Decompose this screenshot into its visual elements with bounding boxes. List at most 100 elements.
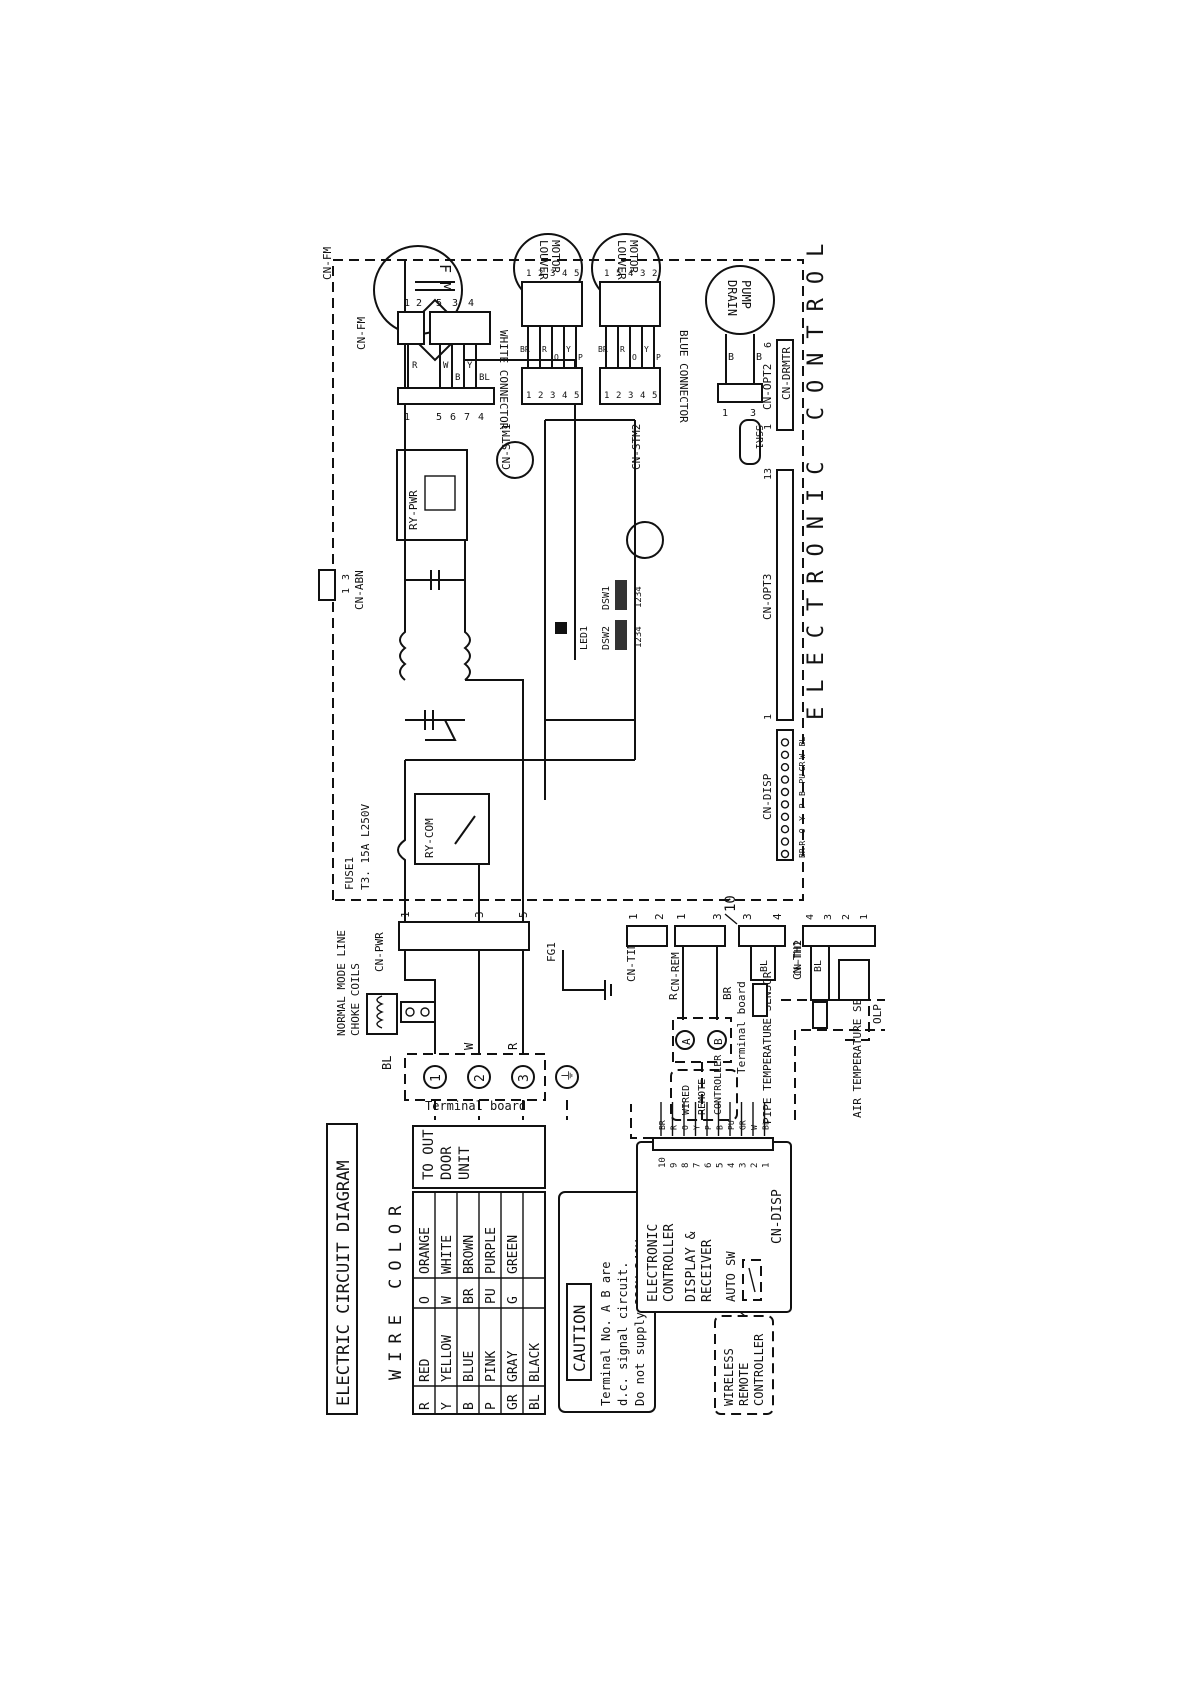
louver1-pin-4: 4 <box>562 269 567 279</box>
fm-wires: R W B Y BL WHITE CONNECTOR CN-FM <box>355 317 510 430</box>
fg1-label: FG1 <box>545 942 558 962</box>
ry-pwr-contact <box>424 475 456 511</box>
ry-com-relay <box>414 793 490 865</box>
terminal-2-icon <box>467 1065 491 1089</box>
cn-opt2-connector <box>776 339 794 431</box>
cn-stm2-connector <box>599 367 661 405</box>
cn-disp-pin-dot <box>780 800 790 809</box>
wc-cell: BLACK <box>528 1343 543 1382</box>
cn-opt3-label: CN-OPT3 <box>761 574 774 620</box>
wc-cell: R <box>418 1402 433 1410</box>
display-wire: W <box>750 1125 759 1130</box>
terminal-a: A <box>675 1030 695 1050</box>
cn-disp-label-display: CN-DISP <box>770 1189 785 1244</box>
wireless-remote-line1: WIRELESS <box>722 1348 736 1406</box>
wire-rem-br: BR <box>721 986 734 1000</box>
louver2-label-2: MOTOR <box>627 240 640 273</box>
wc-cell: YELLOW <box>440 1335 455 1382</box>
wire-color-grid <box>413 1192 545 1414</box>
terminal-a-label: A <box>680 1038 693 1045</box>
stm1-wire-r: R <box>542 345 547 354</box>
louver2-pin-1: 1 <box>604 269 609 279</box>
wire-rem-r: R <box>667 993 680 1000</box>
fuse-icon <box>397 760 406 922</box>
louver2-pin-4: 4 <box>628 269 633 279</box>
fuse-rating: T3. 15A L250V <box>359 804 372 890</box>
stm2-board-pins: 1 2 3 4 5 <box>604 391 657 401</box>
cn-disp-pin-dot <box>780 763 790 772</box>
wc-cell: O <box>418 1296 433 1304</box>
wire-pwr-bl: BL <box>380 1056 394 1070</box>
louver2-pin-5: 5 <box>616 269 621 279</box>
display-pin: 6 <box>704 1163 714 1168</box>
display-pin: 1 <box>762 1163 772 1168</box>
louver2-label-1: LOUVER <box>615 240 628 280</box>
stm1-board-pin-5: 5 <box>574 391 579 401</box>
drain-pump-label-2: PUMP <box>739 280 753 309</box>
fm-motor-pin-2: 2 <box>416 298 422 309</box>
stm1-board-pin-1: 1 <box>526 391 531 401</box>
pin-timer-1: 1 <box>627 913 640 920</box>
stm2-board-pin-1: 1 <box>604 391 609 401</box>
cn-disp-pin-dot <box>780 812 790 821</box>
caution-heading: CAUTION <box>570 1305 589 1372</box>
terminal-4-label: ⏚ <box>561 1069 576 1082</box>
display-line2: CONTROLLER <box>662 1224 677 1302</box>
dsw2-icon <box>615 620 627 650</box>
wired-remote-box <box>670 1069 738 1121</box>
louver-motor-2: LOUVER MOTOR <box>591 233 661 327</box>
stm1-wires: BR R O Y P CN-STM1 <box>500 326 583 470</box>
drmtr-pin-1: 1 <box>722 408 728 419</box>
stm2-wire-o: O <box>632 353 637 362</box>
louver-motor-1: LOUVER MOTOR <box>513 233 583 327</box>
pin-th2-1: 1 <box>859 914 870 920</box>
stm1-wire-br: BR <box>520 345 530 354</box>
white-connector-label: WHITE CONNECTOR <box>497 330 510 430</box>
cn-disp-wire: PU <box>798 774 807 784</box>
fm-motor-pins: 1 2 5 3 4 <box>404 298 474 309</box>
cn-rem-connector <box>674 925 726 947</box>
led1-label: LED1 <box>579 626 590 650</box>
cn-disp-wire: GR <box>798 761 807 771</box>
wc-cell: G <box>506 1296 521 1304</box>
air-sensor-label: AIR TEMPERATURE SENSOR <box>851 972 864 1118</box>
fan-motor: F M <box>373 245 491 345</box>
blue-connector-label: BLUE CONNECTOR <box>677 330 690 423</box>
fm-motor-pin-4: 4 <box>468 298 474 309</box>
display-pin: 8 <box>681 1163 691 1168</box>
fm-wire-r: R <box>412 361 418 371</box>
air-sensor-thermistor <box>812 1001 828 1029</box>
terminal-3-label: 3 <box>517 1074 532 1082</box>
pin-opt2-6: 6 <box>763 342 774 348</box>
wireless-remote-line3: CONTROLLER <box>752 1333 766 1406</box>
display-pin: 2 <box>750 1163 760 1168</box>
cn-th1-label: CN-TH1 <box>791 940 804 980</box>
display-wire: B <box>716 1125 725 1130</box>
display-wire: BR <box>658 1120 667 1130</box>
cn-opt3-connector <box>776 469 794 721</box>
louver1-pin-3: 3 <box>550 269 555 279</box>
choke-label-1: NORMAL MODE LINE <box>335 930 348 1036</box>
fm-board-pin-5: 5 <box>436 412 442 423</box>
stm2-wire-p: P <box>656 353 661 362</box>
to-outdoor-line1: TO OUT <box>421 1129 437 1180</box>
pin-timer-2: 2 <box>653 913 666 920</box>
wire-pwr-w: W <box>462 1042 476 1050</box>
cn-disp-wire: Y <box>798 816 807 821</box>
fm-wire-y: Y <box>467 361 473 371</box>
pwr-wire-bl <box>404 950 436 1054</box>
pin-rem-3: 3 <box>711 913 724 920</box>
dsw1-icon <box>615 580 627 610</box>
wire-th1-bl: BL <box>759 960 770 972</box>
th2-wire <box>810 946 830 1001</box>
stm2-board-pin-2: 2 <box>616 391 621 401</box>
wc-cell: GREEN <box>506 1235 521 1274</box>
stm2-wire-r: R <box>620 345 625 354</box>
wc-cell: BROWN <box>462 1235 477 1274</box>
ry-pwr-relay <box>396 449 468 541</box>
cn-disp-wire: BL <box>798 737 807 747</box>
fan-motor-label: F M <box>436 264 454 291</box>
